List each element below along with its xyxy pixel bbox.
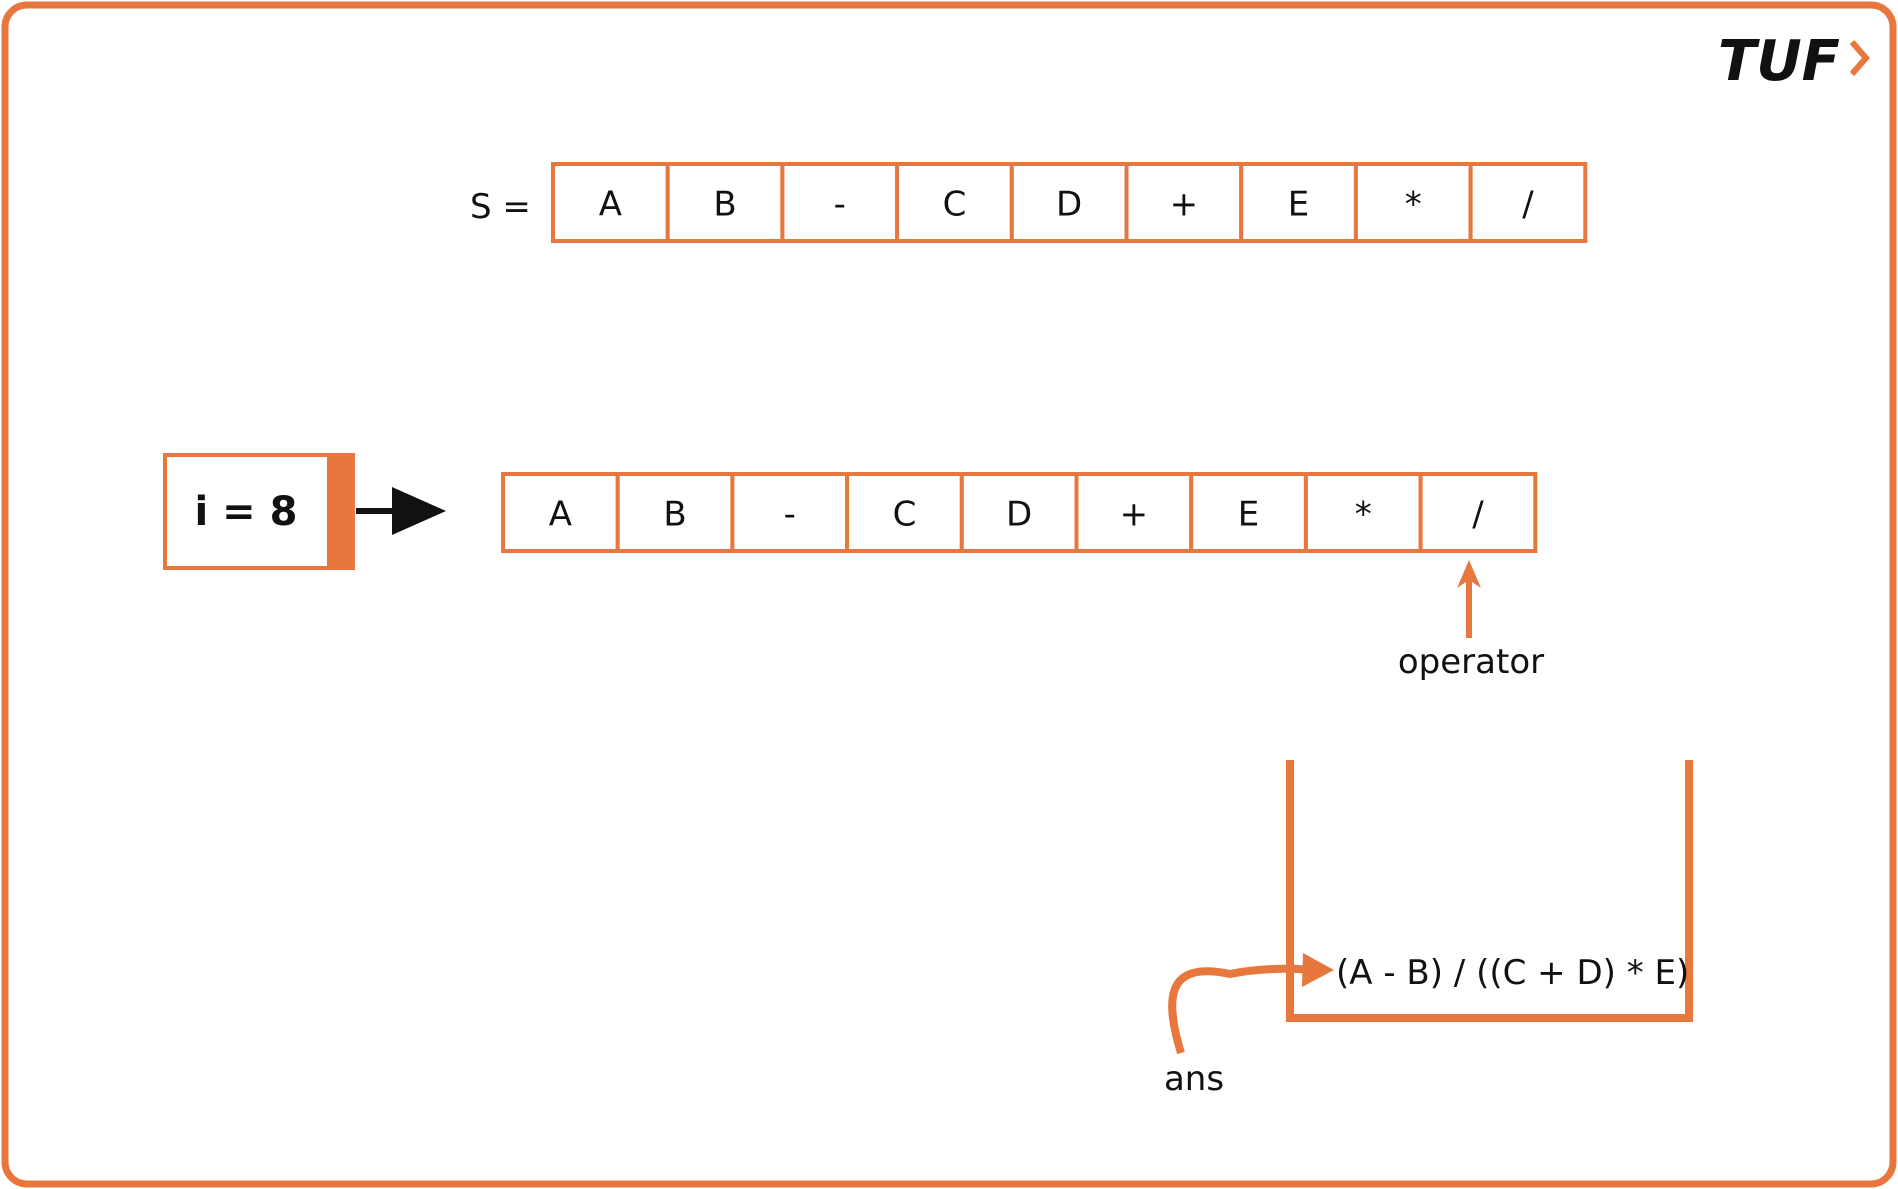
array-cell: / <box>1418 472 1538 553</box>
array-cell-value: D <box>1006 495 1032 535</box>
tuf-logo: TUF <box>1718 29 1870 94</box>
array-cell-value: A <box>549 495 572 535</box>
array-cell: E <box>1239 162 1358 243</box>
array-cell: C <box>895 162 1014 243</box>
svg-text:TUF: TUF <box>1718 29 1840 94</box>
string-array: A B - C D + E * / <box>551 162 1588 243</box>
string-label: S = <box>470 187 531 227</box>
array-cell: E <box>1189 472 1308 553</box>
index-box: i = 8 <box>163 453 355 570</box>
array-cell-value: * <box>1405 185 1422 225</box>
array-cell: / <box>1468 162 1588 243</box>
array-cell: C <box>845 472 964 553</box>
array-cell: + <box>1074 472 1194 553</box>
array-cell-value: + <box>1120 495 1149 535</box>
array-cell: A <box>501 472 620 553</box>
array-cell: D <box>1009 162 1129 243</box>
stack-item: (A - B) / ((C + D) * E) <box>1336 953 1689 993</box>
array-cell-value: A <box>599 185 622 225</box>
array-cell-value: / <box>1522 185 1534 225</box>
ans-arrow: ans <box>1164 953 1334 1099</box>
pointer-label: operator <box>1398 642 1544 682</box>
index-label: i = 8 <box>195 489 298 535</box>
array-cell-value: * <box>1355 495 1372 535</box>
array-cell-value: B <box>663 495 686 535</box>
array-cell-value: / <box>1472 495 1484 535</box>
array-cell: B <box>665 162 785 243</box>
array-cell: D <box>959 472 1079 553</box>
array-cell: * <box>1353 162 1473 243</box>
array-cell: B <box>615 472 735 553</box>
up-arrow-icon <box>1457 560 1481 588</box>
array-cell: A <box>551 162 670 243</box>
array-cell: - <box>730 472 850 553</box>
ans-label: ans <box>1164 1059 1224 1099</box>
array-cell-value: E <box>1238 495 1259 535</box>
current-array: A B - C D + E * / <box>501 472 1538 553</box>
array-cell: + <box>1124 162 1244 243</box>
array-cell-value: E <box>1288 185 1309 225</box>
array-cell-value: - <box>784 495 796 535</box>
array-cell-value: - <box>834 185 846 225</box>
array-cell-value: + <box>1170 185 1199 225</box>
array-cell-value: C <box>893 495 917 535</box>
array-cell: * <box>1303 472 1423 553</box>
operator-pointer: operator <box>1398 560 1544 682</box>
array-cell-value: C <box>943 185 967 225</box>
array-cell-value: D <box>1056 185 1082 225</box>
stack-container <box>1286 760 1693 1022</box>
array-cell: - <box>780 162 900 243</box>
array-cell-value: B <box>713 185 736 225</box>
